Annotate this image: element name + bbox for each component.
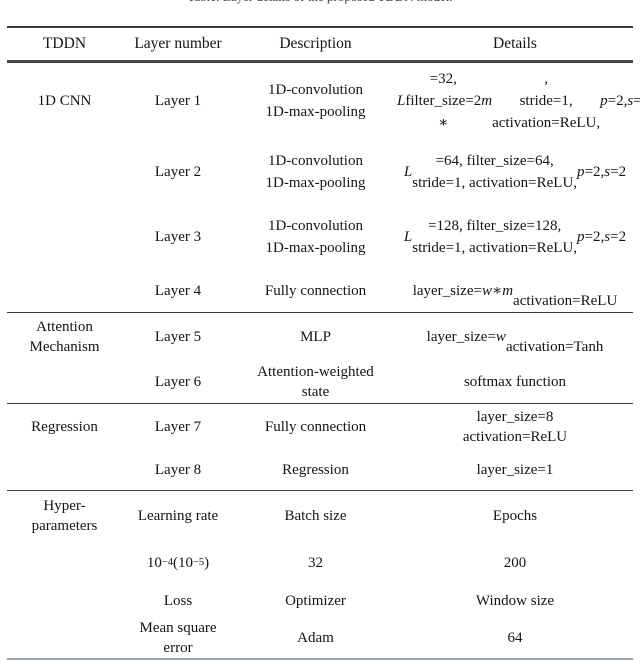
table-row-layer-4: Layer 4 Fully connection layer_size=w ∗ … — [7, 269, 633, 312]
table-header-row: TDDN Layer number Description Details — [7, 28, 633, 62]
table-row-hyper-headers-2: Loss Optimizer Window size — [7, 585, 633, 617]
cell-learning-rate-value: 10−4 (10−5) — [146, 554, 210, 571]
group-label-empty — [7, 139, 122, 204]
table-caption-text: Table: Layer details of the proposed TDD… — [0, 0, 640, 5]
cell-layer-number: Layer 8 — [154, 462, 202, 478]
group-label-empty — [7, 450, 122, 490]
cell-layer-number: Layer 3 — [154, 228, 202, 245]
table-row-layer-8: Layer 8 Regression layer_size=1 — [7, 450, 633, 490]
cell-description: Fully connection — [264, 282, 367, 299]
cell-details: L=64, filter_size=64,stride=1, activatio… — [403, 152, 627, 191]
cell-layer-number: Layer 6 — [154, 373, 202, 390]
table-row-hyper-headers: Hyper-parameters Learning rate Batch siz… — [7, 491, 633, 540]
group-label-empty — [7, 540, 122, 585]
cell-details: L=32, filter_size=2 ∗ m,stride=1, activa… — [397, 71, 640, 131]
column-header-details: Details — [493, 35, 537, 52]
cell-learning-rate-label: Learning rate — [137, 507, 219, 524]
table-row-hyper-values-1: 10−4 (10−5) 32 200 — [7, 540, 633, 585]
table-caption-cropped: Table: Layer details of the proposed TDD… — [0, 0, 640, 7]
group-label-empty — [7, 585, 122, 617]
group-label-empty — [7, 617, 122, 658]
layer-details-table: TDDN Layer number Description Details 1D… — [7, 26, 640, 660]
cell-batch-size-value: 32 — [308, 554, 323, 571]
cell-layer-number: Layer 7 — [154, 419, 202, 435]
cell-description: Regression — [282, 462, 349, 478]
cell-batch-size-label: Batch size — [284, 507, 347, 524]
cell-window-size-label: Window size — [475, 593, 555, 609]
group-label-empty — [7, 204, 122, 269]
cell-details: L=128, filter_size=128,stride=1, activat… — [403, 217, 627, 256]
section-regression: Regression Layer 7 Fully connection laye… — [7, 403, 633, 490]
group-label-empty — [7, 360, 122, 403]
table-row-layer-7: Regression Layer 7 Fully connection laye… — [7, 404, 633, 450]
column-header-description: Description — [279, 35, 352, 52]
cell-optimizer-label: Optimizer — [285, 593, 346, 609]
section-hyper-parameters: Hyper-parameters Learning rate Batch siz… — [7, 490, 633, 658]
column-header-layer-number: Layer number — [134, 35, 222, 52]
cell-layer-number: Layer 5 — [154, 328, 202, 345]
cell-optimizer-value: Adam — [297, 629, 334, 646]
cell-layer-number: Layer 1 — [154, 93, 202, 109]
cell-loss-label: Loss — [163, 593, 193, 609]
group-label-empty — [7, 269, 122, 312]
column-header-tddn: TDDN — [42, 35, 87, 52]
cell-details: layer_size=1 — [476, 462, 554, 478]
cell-layer-number: Layer 4 — [154, 282, 202, 299]
cell-details: softmax function — [463, 373, 567, 390]
cell-epochs-label: Epochs — [492, 507, 538, 524]
group-label-1d-cnn: 1D CNN — [37, 93, 92, 109]
cell-description: MLP — [300, 328, 331, 345]
cell-layer-number: Layer 2 — [154, 163, 202, 180]
cell-description: Fully connection — [264, 419, 367, 435]
cell-window-size-value: 64 — [507, 629, 523, 646]
group-label-hyper-parameters: Hyper-parameters — [31, 497, 98, 534]
cell-epochs-value: 200 — [503, 554, 527, 571]
group-label-regression: Regression — [31, 419, 98, 435]
